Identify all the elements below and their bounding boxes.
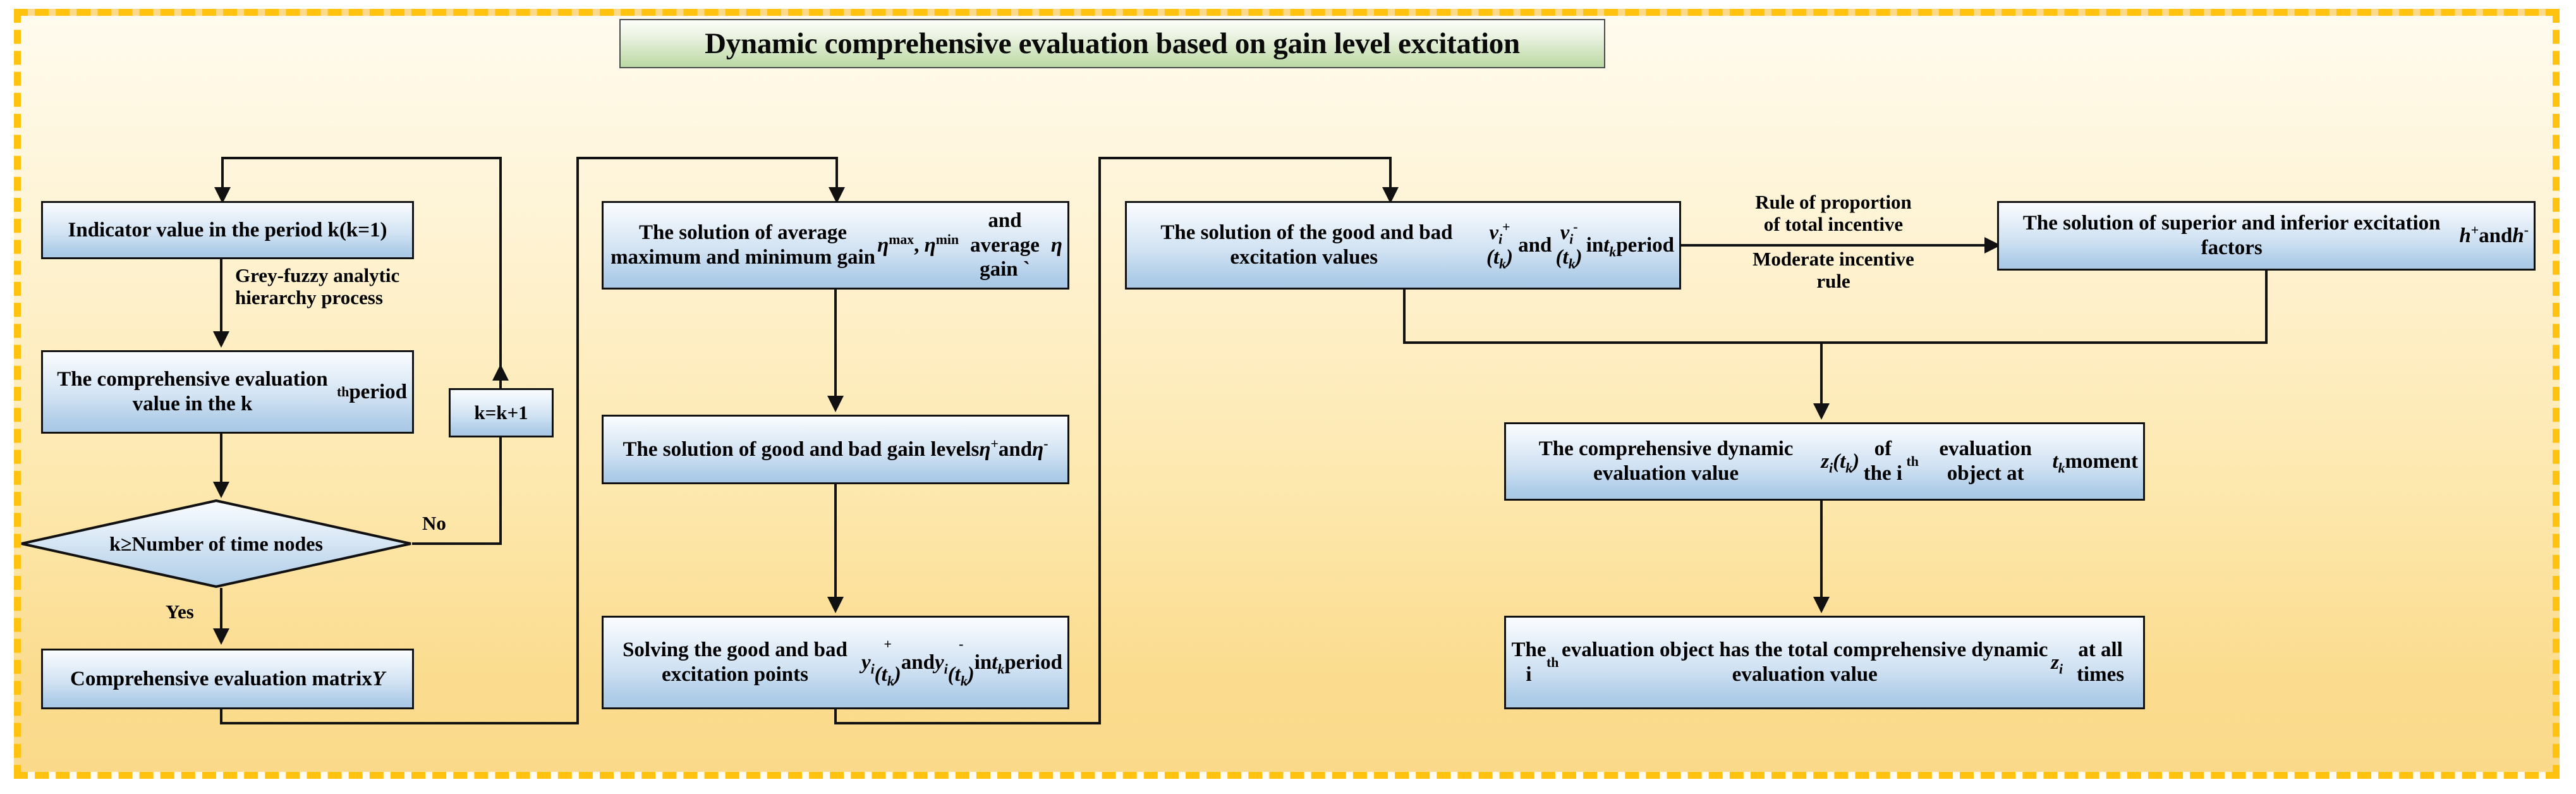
- label-rule-of-proportion-line: Rule of proportion: [1755, 191, 1912, 213]
- box-gain-levels: The solution of good and bad gain levels…: [602, 415, 1069, 484]
- box-comprehensive-evaluation-value: The comprehensive evaluation value in th…: [41, 350, 414, 434]
- connector-middle-left-spine: [576, 157, 579, 724]
- label-rule-of-proportion-line: of total incentive: [1763, 213, 1904, 236]
- connector-right-down: [1389, 157, 1392, 191]
- connector-dynamic-to-total: [1820, 501, 1823, 601]
- arrow-into-excitation-points-box: [827, 597, 844, 613]
- label-yes: Yes: [166, 601, 194, 623]
- arrow-into-increment-box: [492, 364, 509, 381]
- connector-values-to-factors: [1681, 244, 1988, 247]
- connector-points-down: [834, 709, 837, 724]
- arrow-into-comprehensive-box: [213, 331, 229, 348]
- box-k-increment: k=k+1: [449, 388, 554, 437]
- connector-factors-down: [2265, 271, 2268, 344]
- connector-no-riser: [499, 379, 502, 542]
- connector-top-bracket-middle: [576, 157, 835, 159]
- diamond-shape-icon: [21, 499, 411, 588]
- connector-middle-down: [835, 157, 838, 191]
- label-no: No: [422, 512, 446, 534]
- connector-no-branch: [412, 542, 502, 545]
- connector-levels-to-points: [834, 484, 837, 601]
- arrow-into-gain-levels-box: [827, 396, 844, 412]
- connector-values-down: [1403, 290, 1406, 344]
- arrow-into-indicator-box: [214, 187, 231, 204]
- label-grey-fuzzy-ahp-line: hierarchy process: [235, 286, 383, 309]
- label-moderate-incentive-rule-line: Moderate incentive: [1753, 248, 1914, 270]
- connector-indicator-to-comprehensive: [220, 259, 222, 335]
- decision-label: k≥Number of time nodes: [109, 532, 323, 555]
- connector-top-left-down: [221, 157, 224, 191]
- connector-top-bracket-left: [221, 157, 502, 159]
- connector-comprehensive-to-decision: [220, 434, 222, 483]
- connector-top-bracket-right: [1098, 157, 1389, 159]
- box-excitation-values: The solution of the good and bad excitat…: [1125, 201, 1681, 290]
- label-grey-fuzzy-ahp-line: Grey-fuzzy analytic: [235, 264, 400, 286]
- connector-loop-right-riser: [499, 157, 502, 379]
- arrow-into-decision: [213, 482, 229, 498]
- connector-right-left-spine: [1098, 157, 1101, 724]
- label-moderate-incentive-rule-line: rule: [1816, 270, 1850, 293]
- decision-node: k≥Number of time nodes: [20, 499, 412, 588]
- connector-avg-to-levels: [834, 290, 837, 398]
- connector-merge-horizontal: [1403, 341, 2268, 344]
- arrow-into-dynamic-value-box: [1813, 403, 1830, 420]
- box-indicator-value: Indicator value in the period k(k=1): [41, 201, 414, 259]
- connector-merge-to-dynamic: [1820, 341, 1823, 407]
- arrow-into-total-value-box: [1813, 597, 1830, 613]
- connector-matrix-down: [220, 709, 222, 724]
- connector-points-to-right-spine: [834, 722, 1100, 724]
- box-dynamic-evaluation-value: The comprehensive dynamic evaluation val…: [1504, 422, 2145, 501]
- box-excitation-points: Solving the good and bad excitation poin…: [602, 616, 1069, 709]
- box-average-gain: The solution of average maximum and mini…: [602, 201, 1069, 290]
- arrow-into-matrix-box: [213, 628, 229, 645]
- connector-yes-branch: [220, 588, 222, 632]
- page-title: Dynamic comprehensive evaluation based o…: [619, 19, 1605, 68]
- connector-matrix-to-middle-spine: [220, 722, 579, 724]
- box-excitation-factors: The solution of superior and inferior ex…: [1997, 201, 2536, 271]
- box-comprehensive-matrix: Comprehensive evaluation matrix Y: [41, 649, 414, 709]
